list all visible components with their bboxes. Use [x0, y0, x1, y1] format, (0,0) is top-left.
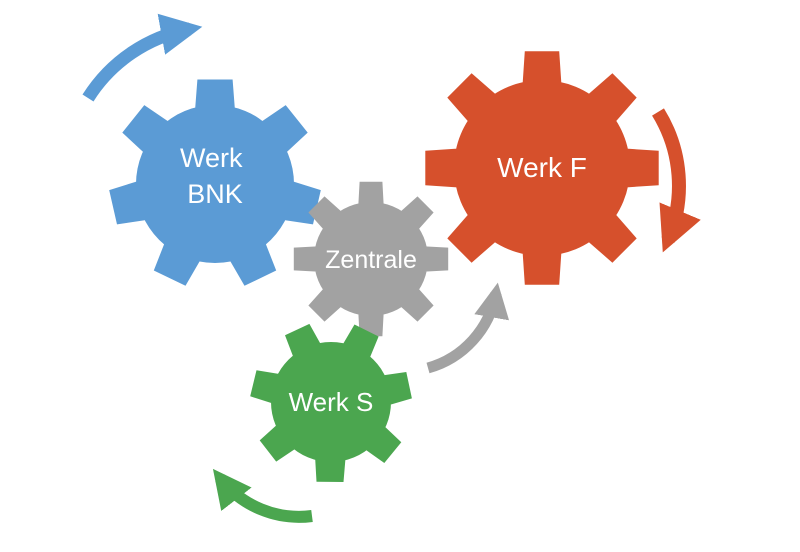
gear-werk-bnk: Werk BNK	[109, 79, 321, 286]
rotation-arrow-werk-bnk	[82, 13, 203, 102]
gear-zentrale-shape	[293, 181, 449, 337]
gear-zentrale: Zentrale	[293, 181, 449, 337]
gear-werk-s: Werk S	[250, 323, 412, 482]
rotation-arrow-werk-f	[651, 108, 701, 253]
rotation-arrow-zentrale	[426, 282, 510, 374]
gear-werk-s-shape	[250, 323, 412, 482]
gear-werk-f-shape	[425, 51, 659, 285]
rotation-arrow-werk-s	[212, 468, 313, 523]
gear-zentrale-label: Zentrale	[325, 246, 417, 274]
gear-werk-f: Werk F	[425, 51, 659, 285]
gear-werk-bnk-label: Werk BNK	[180, 143, 250, 209]
gear-werk-s-label: Werk S	[289, 387, 374, 417]
gear-werk-f-label: Werk F	[497, 152, 587, 183]
gear-werk-bnk-shape	[109, 79, 321, 286]
